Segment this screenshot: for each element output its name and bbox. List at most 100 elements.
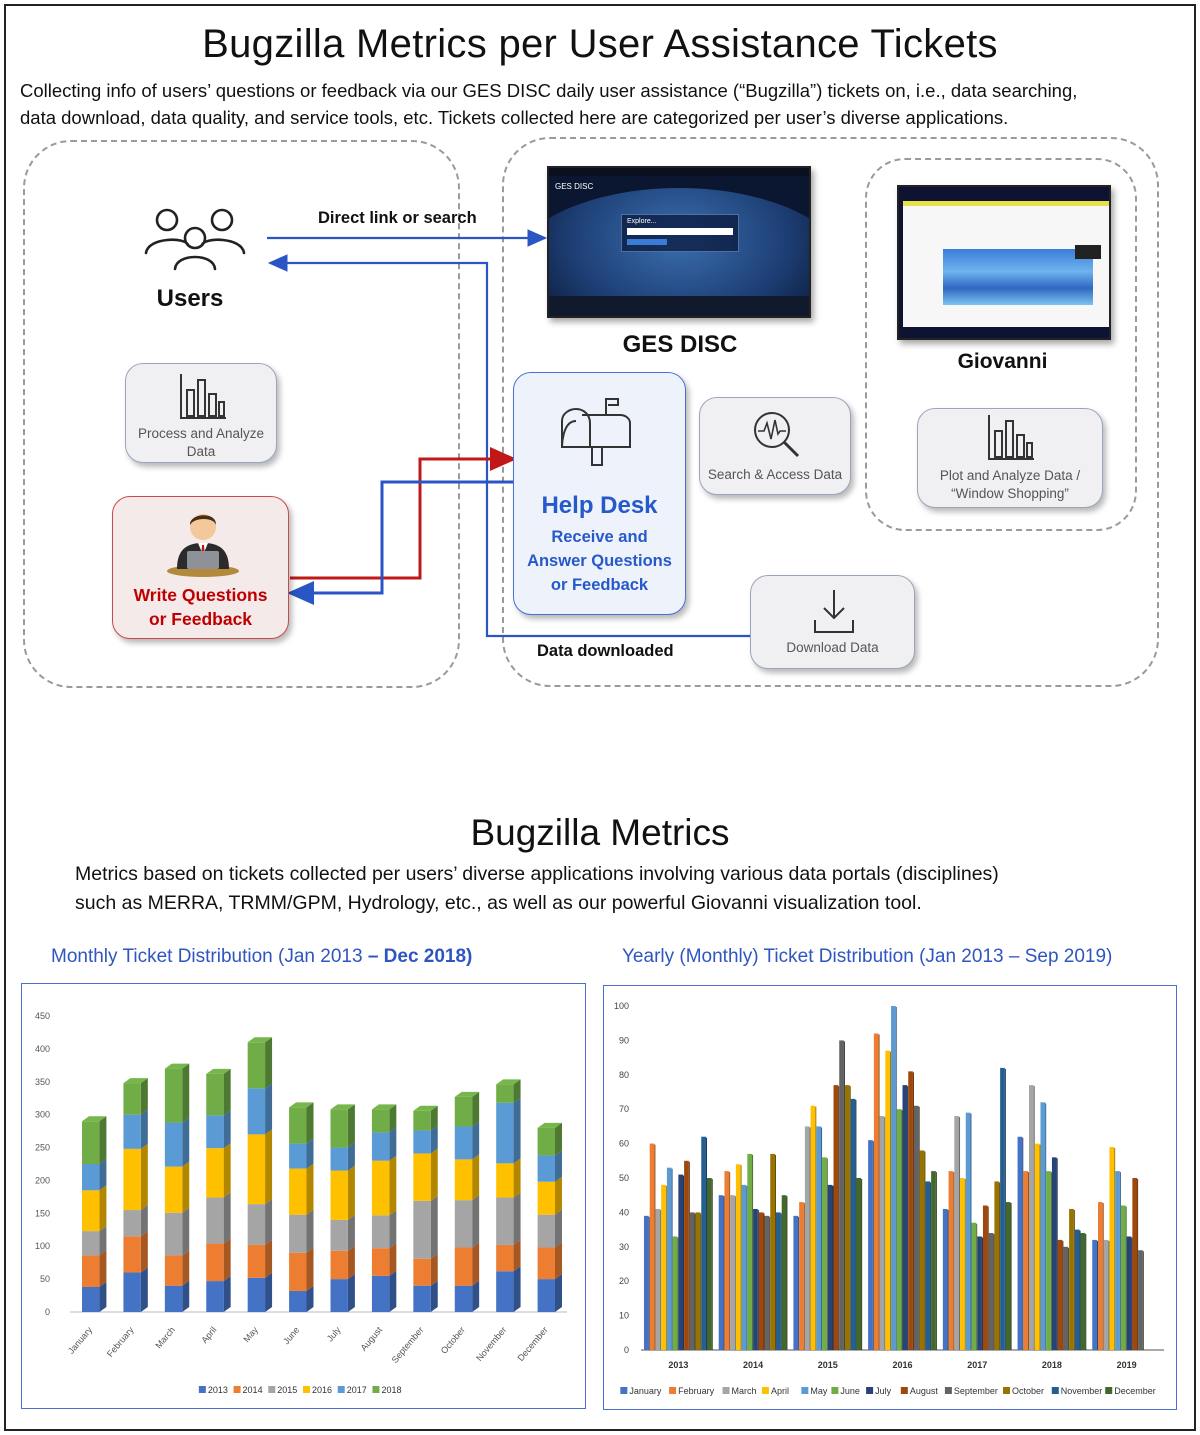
legend-label: 2017 (347, 1385, 367, 1395)
legend-label: May (810, 1386, 828, 1396)
bar-segment-side (430, 1280, 438, 1312)
bar-segment (413, 1153, 431, 1201)
bar-segment-side (99, 1282, 107, 1312)
bar-segment-side (513, 1266, 521, 1312)
bar-segment-side (472, 1242, 480, 1286)
bar-segment (454, 1200, 473, 1248)
bar-side (895, 1007, 897, 1350)
bar-chart-icon (988, 415, 1034, 460)
legend-label: 2015 (277, 1385, 297, 1395)
bar (919, 1150, 925, 1350)
bar-segment (82, 1231, 100, 1256)
bar-segment-side (306, 1247, 314, 1291)
bar-segment (289, 1214, 307, 1253)
y-tick-label: 0 (45, 1307, 50, 1317)
process-card-line1: Process and Analyze (137, 426, 265, 441)
legend-label: January (629, 1386, 662, 1396)
bar-side (1108, 1240, 1110, 1350)
bar-segment-side (182, 1207, 190, 1256)
bar (1092, 1239, 1097, 1350)
bar-side (958, 1117, 961, 1350)
bar-segment (82, 1121, 100, 1164)
y-tick-label: 90 (619, 1035, 629, 1045)
bar-segment (289, 1107, 307, 1144)
bar-segment-side (140, 1109, 148, 1149)
bar-segment-side (513, 1158, 521, 1198)
bar-side (976, 1223, 978, 1350)
y-tick-label: 80 (619, 1070, 629, 1080)
bar-side (774, 1154, 776, 1350)
bar-segment-side (140, 1143, 148, 1211)
bar-segment (537, 1247, 555, 1280)
download-return-arrow (267, 254, 750, 638)
y-tick-label: 70 (619, 1104, 629, 1114)
bar (1023, 1171, 1028, 1350)
bar (1000, 1067, 1005, 1350)
bar-side (729, 1172, 731, 1350)
bar-top (454, 1091, 480, 1097)
y-tick-label: 100 (614, 1001, 629, 1011)
bar-segment (371, 1160, 390, 1216)
bar-segment-side (223, 1192, 231, 1244)
x-tick-label: September (390, 1325, 426, 1365)
bar-segment-side (182, 1280, 190, 1312)
bar-segment-side (265, 1037, 273, 1089)
legend-label: November (1061, 1386, 1103, 1396)
bar-segment (537, 1127, 555, 1156)
legend-swatch (337, 1386, 345, 1393)
bar-segment-side (430, 1253, 438, 1286)
bar (1057, 1239, 1063, 1350)
bar-side (907, 1086, 909, 1350)
bar-segment-side (265, 1199, 273, 1245)
bar-segment-side (265, 1239, 273, 1278)
legend-swatch (761, 1387, 769, 1394)
bar-segment-side (472, 1154, 480, 1201)
bar-segment-side (265, 1129, 273, 1205)
mailbox-icon (560, 398, 631, 466)
bar (850, 1098, 856, 1350)
bar-segment (123, 1272, 141, 1312)
bar-segment (330, 1279, 348, 1312)
bar-side (872, 1141, 874, 1350)
x-tick-label: August (358, 1324, 384, 1352)
bar-segment-side (223, 1068, 231, 1116)
bar-segment (537, 1155, 555, 1182)
x-tick-label: February (105, 1324, 136, 1358)
intro-text: Collecting info of users’ questions or f… (20, 77, 1190, 131)
bar-top (206, 1068, 231, 1074)
bar (661, 1184, 666, 1350)
x-tick-label: 2018 (1042, 1360, 1062, 1370)
bar-segment-side (554, 1274, 562, 1312)
bar-side (993, 1234, 995, 1350)
bar (781, 1195, 787, 1350)
bar-segment (206, 1148, 224, 1198)
bar-segment (413, 1110, 431, 1131)
bar-side (918, 1106, 920, 1350)
process-card-line2: Data (186, 444, 216, 459)
bar-segment-side (140, 1205, 148, 1237)
legend-swatch (722, 1387, 730, 1394)
bar-segment-side (223, 1110, 231, 1149)
y-tick-label: 250 (35, 1143, 50, 1153)
bar (942, 1208, 948, 1350)
bar (885, 1050, 891, 1350)
bar (965, 1112, 971, 1350)
explore-search-field (627, 228, 733, 235)
bar (758, 1212, 764, 1350)
bar-side (953, 1172, 955, 1350)
plot-card-line1: Plot and Analyze Data / (939, 468, 1081, 483)
bar (649, 1143, 655, 1350)
monthly-chart-title: Monthly Ticket Distribution (Jan 2013 – … (51, 946, 472, 968)
bar-segment (496, 1197, 514, 1245)
bar (954, 1116, 959, 1350)
legend-swatch (620, 1387, 628, 1394)
bar-side (878, 1034, 880, 1350)
bar-segment (454, 1159, 473, 1201)
bar-segment (413, 1200, 431, 1259)
bar-side (1114, 1148, 1116, 1350)
bar-top (330, 1104, 355, 1110)
bar-side (763, 1213, 765, 1350)
bar-segment-side (472, 1091, 480, 1127)
bar-segment-side (513, 1097, 521, 1164)
bar-segment (330, 1250, 348, 1280)
